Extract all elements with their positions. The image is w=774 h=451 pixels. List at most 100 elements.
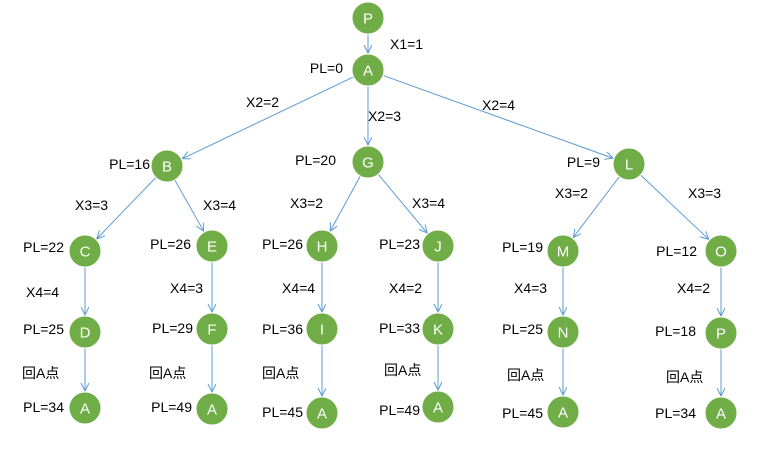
node-label: G (362, 155, 374, 172)
node-label: C (80, 244, 91, 261)
node-b: B (150, 149, 184, 183)
node-circle (195, 392, 229, 426)
node-circle (195, 312, 229, 346)
node-label: D (80, 325, 91, 342)
pl-label-a: PL=0 (310, 60, 343, 76)
pl-label-h: PL=26 (262, 236, 303, 252)
edge-b-e (174, 179, 204, 231)
pl-label-e: PL=26 (150, 236, 191, 252)
node-h: H (305, 229, 339, 263)
node-circle (68, 391, 102, 425)
pl-label-n: PL=25 (502, 321, 543, 337)
pl-label-p2: PL=18 (655, 323, 696, 339)
node-circle (305, 229, 339, 263)
pl-label-o: PL=12 (656, 243, 697, 259)
edge-label: 回A点 (666, 369, 703, 385)
node-n: N (546, 315, 580, 349)
edges-layer (85, 34, 721, 396)
node-circle (305, 312, 339, 346)
edge-label: X4=4 (282, 280, 315, 296)
node-e: E (195, 229, 229, 263)
node-label: B (162, 159, 172, 176)
edge-label: X2=3 (368, 108, 401, 124)
node-circle (195, 229, 229, 263)
edge-a-l (382, 74, 613, 158)
node-f: F (195, 312, 229, 346)
node-i: I (305, 312, 339, 346)
node-label: A (433, 400, 443, 417)
node-p2: P (704, 316, 738, 350)
node-a5: A (546, 395, 580, 429)
node-label: L (625, 157, 633, 174)
node-k: K (421, 312, 455, 346)
pl-label-k: PL=33 (379, 320, 420, 336)
edge-label: X3=2 (290, 195, 323, 211)
pl-label-l: PL=9 (567, 154, 600, 170)
pl-label-b: PL=16 (109, 156, 150, 172)
node-circle (421, 390, 455, 424)
node-a6: A (704, 396, 738, 430)
pl-label-a3: PL=45 (262, 404, 303, 420)
node-circle (421, 229, 455, 263)
edge-label: X3=4 (412, 195, 445, 211)
node-circle (351, 1, 385, 35)
node-circle (150, 149, 184, 183)
edge-b-c (97, 177, 157, 239)
node-circle (421, 312, 455, 346)
node-label: A (716, 406, 726, 423)
pl-label-m: PL=19 (502, 239, 543, 255)
node-circle (546, 234, 580, 268)
edge-l-m (573, 176, 620, 238)
pl-label-f: PL=29 (152, 320, 193, 336)
node-circle (612, 147, 646, 181)
edge-label: 回A点 (507, 367, 544, 383)
edge-label: X2=4 (482, 97, 515, 113)
node-label: P (716, 326, 726, 343)
node-circle (704, 316, 738, 350)
node-label: A (363, 63, 373, 80)
edge-a-b (182, 76, 354, 159)
node-m: M (546, 234, 580, 268)
node-circle (351, 53, 385, 87)
pl-label-a4: PL=49 (379, 402, 420, 418)
node-label: I (320, 322, 324, 339)
edge-label: 回A点 (262, 365, 299, 381)
node-label: O (715, 244, 727, 261)
node-label: A (207, 402, 217, 419)
node-a: A (351, 53, 385, 87)
edge-label: X4=3 (170, 280, 203, 296)
pl-label-a6: PL=34 (655, 405, 696, 421)
pl-label-a2: PL=49 (151, 399, 192, 415)
node-g: G (351, 145, 385, 179)
edge-g-j (377, 173, 427, 233)
edge-label: X3=2 (555, 185, 588, 201)
node-label: A (317, 406, 327, 423)
edge-label: X4=2 (389, 280, 422, 296)
pl-label-j: PL=23 (379, 236, 420, 252)
node-circle (704, 396, 738, 430)
node-j: J (421, 229, 455, 263)
edge-label: 回A点 (22, 365, 59, 381)
node-label: H (317, 239, 328, 256)
node-label: A (80, 401, 90, 418)
node-l: L (612, 147, 646, 181)
node-a2: A (195, 392, 229, 426)
edge-label: X4=3 (514, 280, 547, 296)
node-circle (351, 145, 385, 179)
node-label: F (207, 322, 216, 339)
node-a3: A (305, 396, 339, 430)
pl-label-d: PL=25 (23, 321, 64, 337)
node-circle (546, 315, 580, 349)
edge-label: X3=3 (75, 197, 108, 213)
node-circle (68, 315, 102, 349)
pl-label-g: PL=20 (295, 152, 336, 168)
edge-label: X3=3 (688, 185, 721, 201)
node-root_p: P (351, 1, 385, 35)
edge-label: X3=4 (203, 197, 236, 213)
node-label: K (433, 322, 443, 339)
node-label: M (557, 244, 570, 261)
nodes-layer: P A B G L C E H J M O D F I K N P A A A A A A (68, 1, 738, 430)
